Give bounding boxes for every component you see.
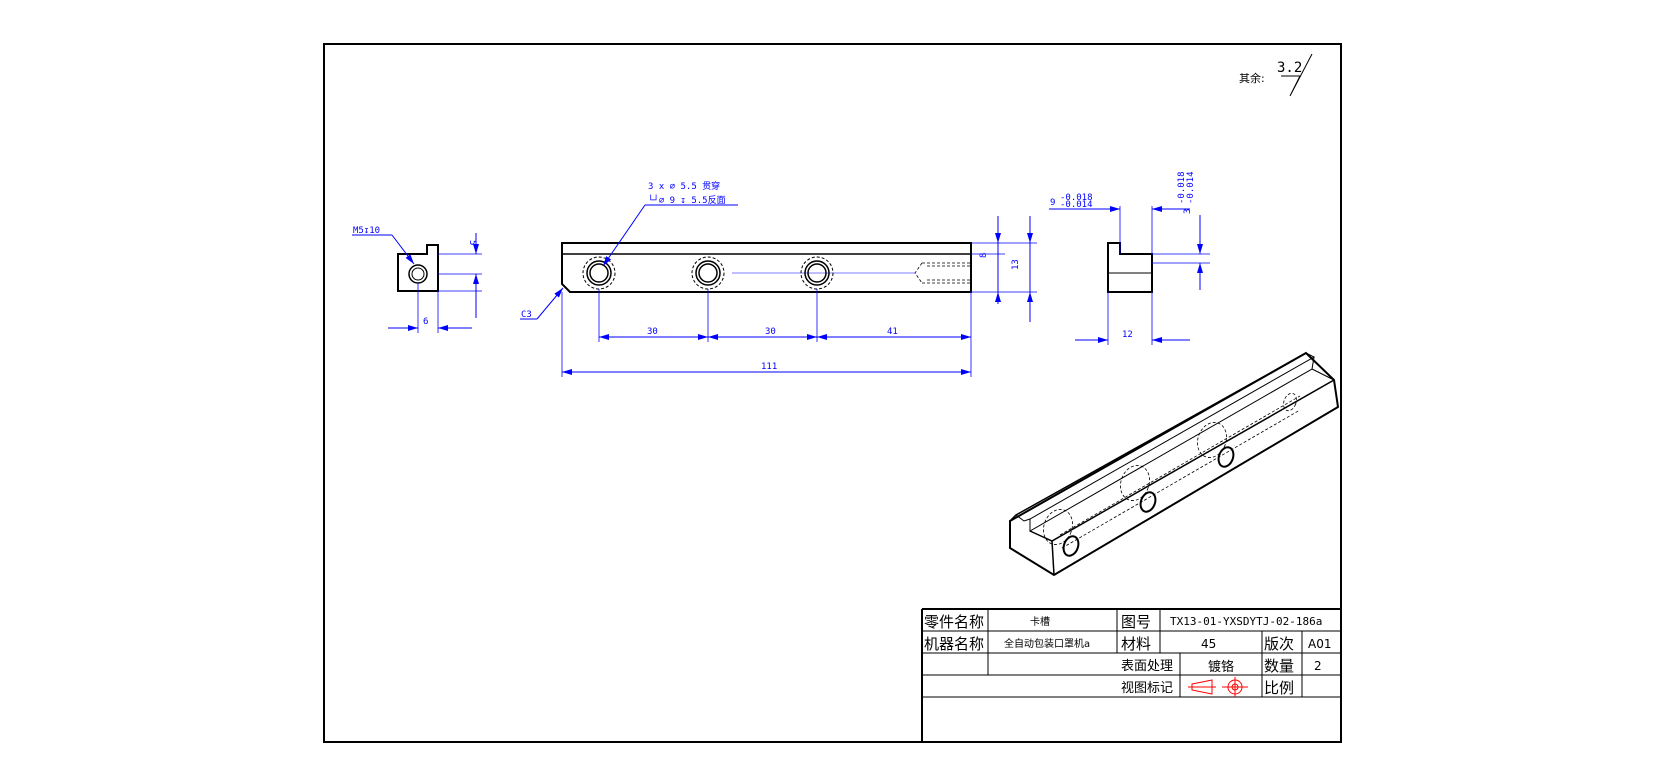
roughness-symbol-icon: [1281, 53, 1313, 97]
quantity-value: 2: [1314, 659, 1322, 673]
surface-note-label: 其余:: [1239, 71, 1265, 85]
dim-height-8: 8: [979, 253, 989, 258]
right-dim-width: 12: [1122, 330, 1133, 340]
drawing-no-value: TX13-01-YXSDYTJ-02-186a: [1170, 615, 1322, 628]
surface-treatment-label: 表面处理: [1121, 659, 1173, 674]
part-name-label: 零件名称: [924, 613, 984, 631]
hole-callout-line1: 3 x ⌀ 5.5 贯穿: [648, 180, 720, 192]
version-label: 版次: [1264, 635, 1294, 653]
depth-upper-tol: -0.018: [1177, 171, 1187, 204]
front-view-outline: [561, 242, 972, 293]
version-value: A01: [1308, 637, 1331, 651]
surface-roughness-note: 其余: 3.2: [1239, 53, 1313, 97]
right-view: 9 -0.018 -0.014 3 -0.018 -0.014 12: [1049, 171, 1210, 345]
slot-width-lower-tol: -0.014: [1060, 200, 1093, 210]
scale-label: 比例: [1264, 679, 1294, 697]
left-view: M5↧10 5 6: [352, 226, 482, 333]
machine-name-label: 机器名称: [924, 635, 984, 653]
thread-callout: M5↧10: [353, 226, 380, 236]
drawing-frame: [323, 43, 1342, 743]
material-value: 45: [1201, 637, 1216, 651]
isometric-view: [1009, 351, 1340, 577]
part-name-value: 卡槽: [1030, 615, 1050, 628]
counterbore-hole-1: [582, 256, 616, 290]
projection-symbol-icon: [1188, 677, 1248, 697]
left-view-outline: [397, 244, 439, 292]
right-view-outline: [1107, 242, 1153, 293]
surface-treatment-value: 镀铬: [1208, 659, 1234, 675]
slot-width-nominal: 9: [1050, 198, 1055, 208]
counterbore-hole-2: [691, 256, 725, 290]
machine-name-value: 全自动包装口罩机a: [1004, 637, 1090, 650]
roughness-value: 3.2: [1277, 60, 1302, 76]
chamfer-callout: C3: [521, 310, 532, 320]
front-view: 3 x ⌀ 5.5 贯穿 └┘⌀ 9 ↧ 5.5反面 C3 30 30 41 1…: [520, 180, 1037, 377]
hole-callout-line2: └┘⌀ 9 ↧ 5.5反面: [648, 194, 726, 206]
counterbore-hole-3: [800, 256, 834, 290]
dim-height-13: 13: [1011, 259, 1021, 270]
dim-spacing-1: 30: [647, 327, 658, 337]
dim-overall-length: 111: [761, 362, 777, 372]
depth-lower-tol: -0.014: [1186, 171, 1196, 204]
title-block: 零件名称 卡槽 图号 TX13-01-YXSDYTJ-02-186a 机器名称 …: [921, 608, 1341, 742]
dim-spacing-2: 30: [765, 327, 776, 337]
material-label: 材料: [1121, 635, 1151, 653]
dim-spacing-3: 41: [887, 327, 898, 337]
drawing-no-label: 图号: [1121, 613, 1151, 631]
slot-width-upper-tol: -0.018: [1060, 193, 1093, 203]
left-dim-width: 6: [423, 317, 428, 327]
depth-nominal: 3: [1183, 209, 1193, 214]
view-mark-label: 视图标记: [1121, 681, 1173, 696]
left-dim-height: 5: [467, 240, 477, 245]
quantity-label: 数量: [1264, 657, 1294, 675]
